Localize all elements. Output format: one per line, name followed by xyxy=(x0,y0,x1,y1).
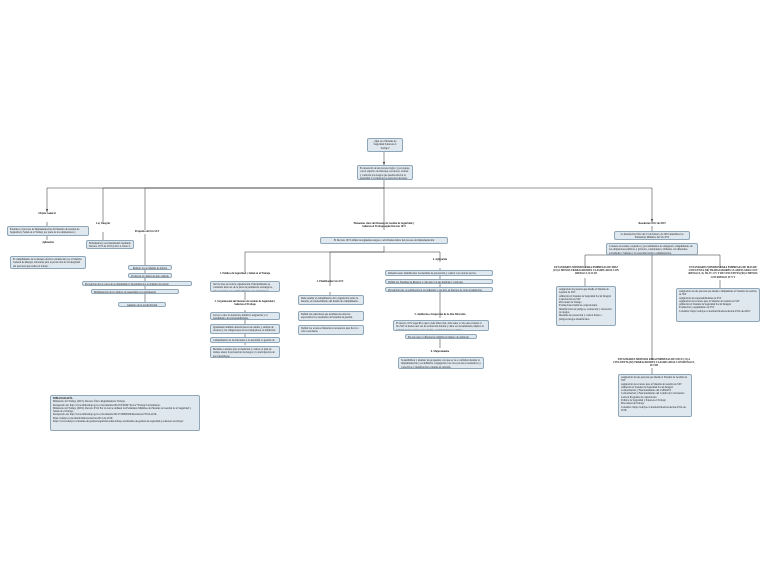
auditorias-item-2[interactable]: En este paso la diferencias también el n… xyxy=(405,334,477,339)
estandar3-item: Consultar: https://safetya.co/normativid… xyxy=(679,309,751,313)
estandar3-item: Asignación de una persona que diseñe e i… xyxy=(679,290,757,297)
bibliography-line: Ministerio del Trabajo (2015). Decreto Ú… xyxy=(53,400,126,404)
proposito-item-4[interactable]: Minimización de los índices de ausentism… xyxy=(91,289,179,294)
estandar2-item: Afiliación al Sistema de Seguridad Socia… xyxy=(621,385,674,389)
label-organizacion: 2. Organización del Sistema de Gestión d… xyxy=(214,300,276,307)
estandar1-item: Capacitación en SST xyxy=(559,297,581,301)
ley-integral-box[interactable]: Enfermedad y Accidentalidad: mediante De… xyxy=(86,240,134,249)
estandar1-item: Identificación de peligros, evaluación y… xyxy=(559,307,612,315)
estandar3-items[interactable]: Asignación de una persona que diseñe e i… xyxy=(676,288,760,322)
label-estandar-1: ESTÁNDARES MÍNIMOS PARA EMPRESAS DE DIEZ… xyxy=(553,266,619,276)
aplicacion4-item-2[interactable]: Definir los Sistemas de Riesgos y cada u… xyxy=(385,279,493,284)
label-aplicacion-4: 4. Aplicación xyxy=(432,258,448,261)
estandar2-item: Asignación de una persona que diseñe el … xyxy=(621,376,687,383)
estandar2-item: Plan Anual de Trabajo xyxy=(621,402,645,406)
estandar1-items[interactable]: Asignación de persona que diseñe el Sist… xyxy=(556,286,616,326)
proposito-item-5[interactable]: Aumento de la productividad xyxy=(118,302,166,307)
estandar2-items[interactable]: Asignación de una persona que diseñe el … xyxy=(618,374,692,417)
label-resolucion: Resolución 0312 de 2019 xyxy=(638,222,666,225)
estandar1-item: Plan anual de Trabajo xyxy=(559,301,582,305)
aplicacion4-item-1[interactable]: Deberían estar identificados los medidas… xyxy=(385,270,493,276)
estandar3-item: Evaluación y seguimiento en SST xyxy=(679,306,715,310)
label-estandar-2: ESTÁNDARES MÍNIMOS PARA EMPRESAS DE ONCE… xyxy=(613,358,695,368)
organizacion-item-2[interactable]: Igualmente también deberán hacer un estu… xyxy=(210,324,280,334)
auditorias-item-1[interactable]: El decreto 1072 específica que la Alta D… xyxy=(393,320,489,331)
objeto-general-box[interactable]: Establece el proceso de Implementación d… xyxy=(7,226,89,236)
aplicacion4-item-3[interactable]: Prevención edo, se establecerá si es per… xyxy=(385,287,493,292)
root-question[interactable]: ¿Qué es el Sistema de Seguridad Salud en… xyxy=(367,138,403,152)
label-elementos-clave: Elementos clave del Sistema de Gestión d… xyxy=(353,222,415,229)
estandar1-item: Evaluaciones médicas ocupacionales xyxy=(559,304,598,308)
resolucion-box-2[interactable]: Consiste en normas, requisitos y procedi… xyxy=(606,243,698,255)
estandar2-item: Asignación de recursos para el Sistema d… xyxy=(621,382,682,386)
bibliography-line: Ministerio del Trabajo (2019). Decreto 0… xyxy=(53,406,191,414)
bibliography-line: Recuperado de: http://www.mintrabajo.gov… xyxy=(53,413,158,417)
label-aplicacion: Aplicación xyxy=(42,241,54,244)
estandar1-item: Medidas de prevención y control frente a… xyxy=(559,314,602,321)
organizacion-item-4[interactable]: Medidas a adoptar para la medición y con… xyxy=(210,346,280,358)
mejoramiento-box[interactable]: Sostenibilizar y analizar las propuestas… xyxy=(398,357,484,369)
estandar3-item: Asignación de responsabilidades en SST xyxy=(679,296,722,300)
planificacion-item-1[interactable]: Debe asumir el cumplimiento de la legisl… xyxy=(298,295,364,305)
estandar2-item: Conformación y Funcionamiento del Comité… xyxy=(621,392,685,399)
estandar2-item: Conformación y Funcionamiento del COPASS… xyxy=(621,389,672,393)
estandar1-item: Afiliación al Sistema de Seguridad Socia… xyxy=(559,294,612,298)
bibliography-title: BIBLIOGRAFÍA xyxy=(53,397,73,400)
estandar3-item: Afiliación al Sistema de Seguridad Socia… xyxy=(679,303,732,307)
bibliography-box[interactable]: BIBLIOGRAFÍA Ministerio del Trabajo (201… xyxy=(50,395,200,431)
estandar3-item: Asignación de recursos para el Sistema d… xyxy=(679,299,740,303)
label-ley-integral: Ley Integral xyxy=(96,222,110,225)
bibliography-line: Recuperado de: http://www.mintrabajo.gov… xyxy=(53,403,161,407)
planificacion-item-2[interactable]: Definir las estructuras que establezcan … xyxy=(298,311,364,321)
bibliography-line: https://safetya.co/normatividad/resoluci… xyxy=(53,416,113,420)
estandar1-item: Asignación de persona que diseñe el Sist… xyxy=(559,288,609,295)
proposito-item-3[interactable]: Prevención de los casos de accidentalida… xyxy=(82,281,192,286)
estandar2-item: Política de Seguridad y Salud en el Trab… xyxy=(621,399,666,403)
elementos-clave-box[interactable]: El Decreto 1072 define las siguientes et… xyxy=(320,237,448,244)
label-objeto-general: Objeto General xyxy=(38,212,56,215)
label-planificacion: 3. Planificación SG-SST xyxy=(316,280,344,283)
organizacion-item-1[interactable]: Llevar a cabo la obtención, definir la a… xyxy=(210,312,280,320)
aplicacion-box[interactable]: El cumplimiento de su manejo efectivo es… xyxy=(10,256,86,269)
proposito-item-2[interactable]: Promover la cultura de auto cuidado xyxy=(128,273,172,278)
label-mejoramiento: 6. Mejoramiento xyxy=(430,350,450,353)
label-estandar-3: ESTÁNDARES MÍNIMOS PARA EMPRESAS DE MÁS … xyxy=(688,266,758,279)
organizacion-item-3[interactable]: Cumplimiento de las funciones a la autor… xyxy=(210,337,280,343)
resolucion-box[interactable]: La Resolución 0312 del 13 de febrero de … xyxy=(614,231,690,240)
politica-box[interactable]: Será la base de toda la organización. Pr… xyxy=(210,281,280,292)
label-proposito: Propósito del SG-SST xyxy=(134,230,160,233)
bibliography-line: https://www.safetya.co/sistema-de-gestio… xyxy=(53,420,184,424)
planificacion-item-3[interactable]: Definir los recursos financieros necesar… xyxy=(298,325,364,335)
estandar2-item: Consultar: https://safetya.co/normativid… xyxy=(621,405,687,412)
label-politica: 1. Política de Seguridad y Salud en el T… xyxy=(219,272,271,275)
label-auditorias: 5. Auditorías e Inspección de la Alta Di… xyxy=(414,313,466,316)
proposito-item-1[interactable]: Reducir los accidentes de trabajo xyxy=(128,265,172,270)
definition-box[interactable]: Es desarrollo de un proceso lógico y por… xyxy=(357,165,413,180)
